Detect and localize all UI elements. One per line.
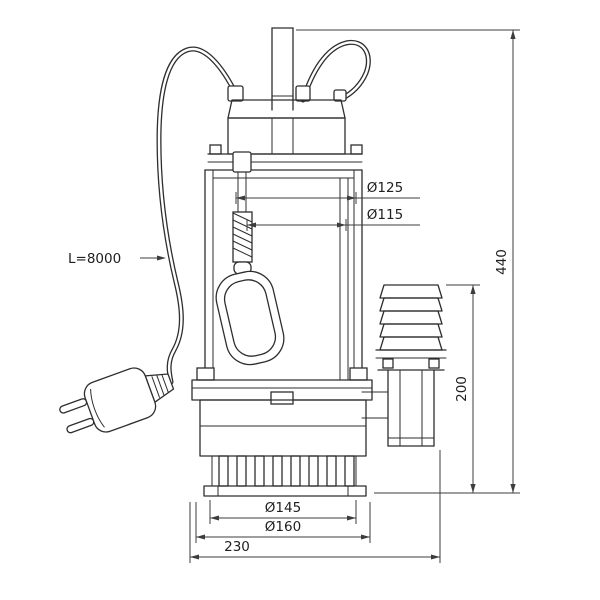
strainer [203,455,367,497]
power-plug [59,367,175,434]
plug-body [83,367,157,433]
label-dia-115: Ø115 [367,207,403,223]
cable-loop [300,39,371,103]
dim-dia-145: Ø145 [209,500,357,524]
dim-dia-115: Ø115 [246,207,420,231]
plug-prong [59,398,88,414]
float-cable [232,151,253,275]
motor-cap [227,99,346,119]
discharge-hose-connector [361,284,447,447]
label-cable-length: L=8000 [68,251,121,267]
dim-cable-length: L=8000 [68,251,166,267]
label-overall-width: 230 [224,539,250,555]
float-switch [215,270,285,366]
label-discharge-height: 200 [454,376,470,402]
dim-discharge-height: 200 [446,284,480,493]
pump-body [204,169,363,381]
top-discharge-pipe [271,27,294,111]
label-dia-125: Ø125 [367,180,403,196]
plug-prong [66,417,95,434]
cable-gland-fittings [227,85,347,102]
dim-overall-height: 440 [296,29,520,494]
dim-dia-125: Ø125 [235,180,420,204]
label-dia-145: Ø145 [265,500,301,516]
dim-dia-160: Ø160 [195,502,371,543]
label-overall-height: 440 [494,249,510,275]
pump-base [191,367,373,457]
base-plate [203,485,367,497]
power-cable [156,46,239,385]
dim-overall-width: 230 [189,450,441,563]
label-dia-160: Ø160 [265,519,301,535]
motor-housing [227,117,346,155]
